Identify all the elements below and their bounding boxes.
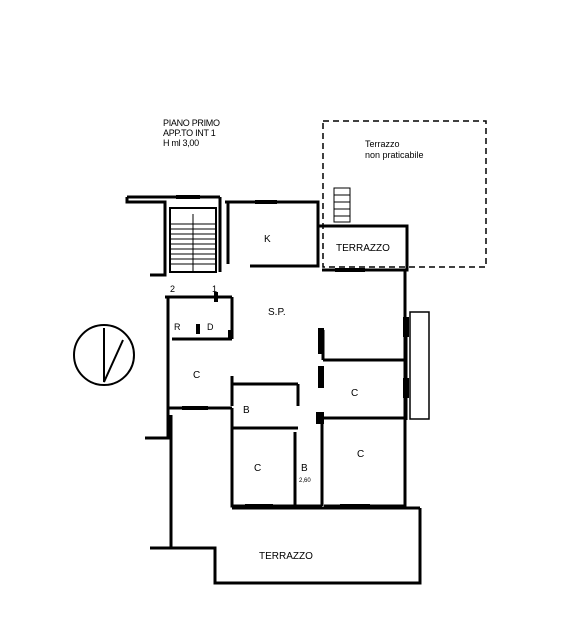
- main-staircase: [169, 207, 217, 273]
- room-bath-left-label: B: [243, 405, 250, 416]
- fixtures: [196, 292, 324, 424]
- stair-mark-left: 2: [170, 284, 175, 294]
- room-closet-d-label: D: [207, 322, 214, 332]
- terrace-bottom-label: TERRAZZO: [259, 551, 313, 562]
- plan-header: PIANO PRIMO APP.TO INT 1 H ml 3,00: [163, 118, 220, 148]
- room-living-label: S.P.: [268, 307, 286, 318]
- room-kitchen-label: K: [264, 234, 271, 245]
- windows: [176, 195, 409, 508]
- room-bedroom-left-label: C: [193, 370, 200, 381]
- terrace-non-practicable: [322, 120, 487, 268]
- floor-title: PIANO PRIMO: [163, 118, 220, 128]
- unit-title: APP.TO INT 1: [163, 128, 216, 138]
- room-labels: Terrazzo non praticabile K TERRAZZO 2 1 …: [170, 139, 424, 562]
- terrace-top-label: TERRAZZO: [336, 243, 390, 254]
- room-bedroom-bottom-right-label: C: [357, 449, 364, 460]
- north-arrow-icon: [73, 324, 135, 386]
- terrace-note-line1: Terrazzo: [365, 139, 400, 149]
- height-note: H ml 3,00: [163, 138, 199, 148]
- room-bedroom-bottom-left-label: C: [254, 463, 261, 474]
- room-closet-r-label: R: [174, 322, 181, 332]
- terrace-note-line2: non praticabile: [365, 150, 424, 160]
- stair-mark-right: 1: [212, 284, 217, 294]
- room-bath-small-label: B: [301, 463, 308, 474]
- walls: [125, 195, 430, 585]
- room-bedroom-right-top-label: C: [351, 388, 358, 399]
- service-stair: [333, 187, 351, 223]
- room-bath-small-height: 2,60: [299, 478, 311, 484]
